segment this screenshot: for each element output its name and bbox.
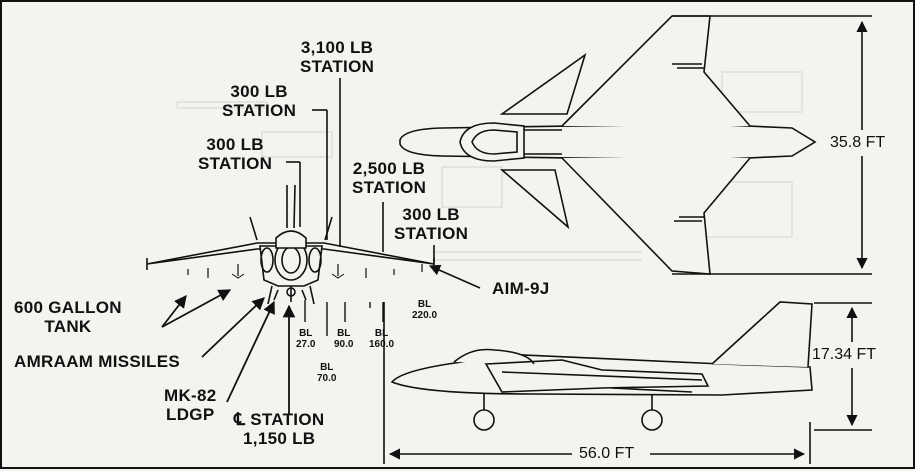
bl-70: BL 70.0: [317, 362, 336, 384]
label-300-right-line1: 300 LB: [402, 205, 460, 224]
label-300-lower-line1: 300 LB: [206, 135, 264, 154]
bl-160-line2: 160.0: [369, 339, 395, 350]
dimension-span: 35.8 FT: [830, 134, 886, 151]
bl-27-line2: 27.0: [296, 339, 316, 350]
label-aim9j: AIM-9J: [492, 279, 550, 298]
label-2500-line1: 2,500 LB: [352, 159, 426, 178]
station-leaders: [286, 78, 481, 289]
label-300-upper-line2: STATION: [222, 101, 297, 120]
label-300-right-line2: STATION: [394, 224, 469, 243]
dimension-height: 17.34 FT: [812, 346, 877, 363]
bl-27-line1: BL: [299, 328, 313, 339]
dimension-length: 56.0 FT: [579, 445, 635, 462]
bl-27: BL 27.0: [296, 328, 315, 350]
label-mk82-ldgp: MK-82 LDGP: [164, 386, 217, 424]
label-3100-lb-station: 3,100 LB STATION: [300, 38, 374, 76]
front-view: [146, 184, 435, 305]
ghost-background: [176, 71, 803, 261]
bl-90-line1: BL: [337, 328, 351, 339]
bl-70-line2: 70.0: [317, 373, 337, 384]
label-centerline-line1: ℄ STATION: [234, 410, 325, 429]
bl-220: BL 220.0: [412, 299, 437, 321]
label-300-lb-station-lower: 300 LB STATION: [198, 135, 272, 173]
label-3100-line1: 3,100 LB: [300, 38, 374, 57]
label-600-gallon-tank: 600 GALLON TANK: [14, 298, 122, 336]
bl-160: BL 160.0: [369, 328, 394, 350]
label-300-upper-line1: 300 LB: [230, 82, 288, 101]
label-300-lb-station-right: 300 LB STATION: [394, 205, 468, 243]
label-tank-line1: 600 GALLON: [14, 298, 122, 317]
label-mk82-line1: MK-82: [164, 386, 217, 405]
label-amraam-missiles: AMRAAM MISSILES: [14, 352, 180, 371]
label-mk82-line2: LDGP: [166, 405, 215, 424]
bl-220-line1: BL: [417, 299, 432, 310]
bl-70-line1: BL: [320, 362, 334, 373]
label-3100-line2: STATION: [300, 57, 375, 76]
bl-90-line2: 90.0: [334, 339, 354, 350]
side-view: [383, 301, 872, 464]
label-2500-lb-station: 2,500 LB STATION: [352, 159, 426, 197]
bl-90: BL 90.0: [334, 328, 353, 350]
store-leaders: [161, 289, 296, 414]
bl-220-line2: 220.0: [412, 310, 438, 321]
plan-view: [399, 15, 872, 275]
label-300-lower-line2: STATION: [198, 154, 273, 173]
label-centerline-station: ℄ STATION 1,150 LB: [234, 410, 324, 448]
label-300-lb-station-upper: 300 LB STATION: [222, 82, 296, 120]
bl-160-line1: BL: [374, 328, 389, 339]
label-2500-line2: STATION: [352, 178, 427, 197]
label-tank-line2: TANK: [44, 317, 92, 336]
butt-line-ticks: [304, 300, 384, 336]
label-centerline-line2: 1,150 LB: [243, 429, 316, 448]
